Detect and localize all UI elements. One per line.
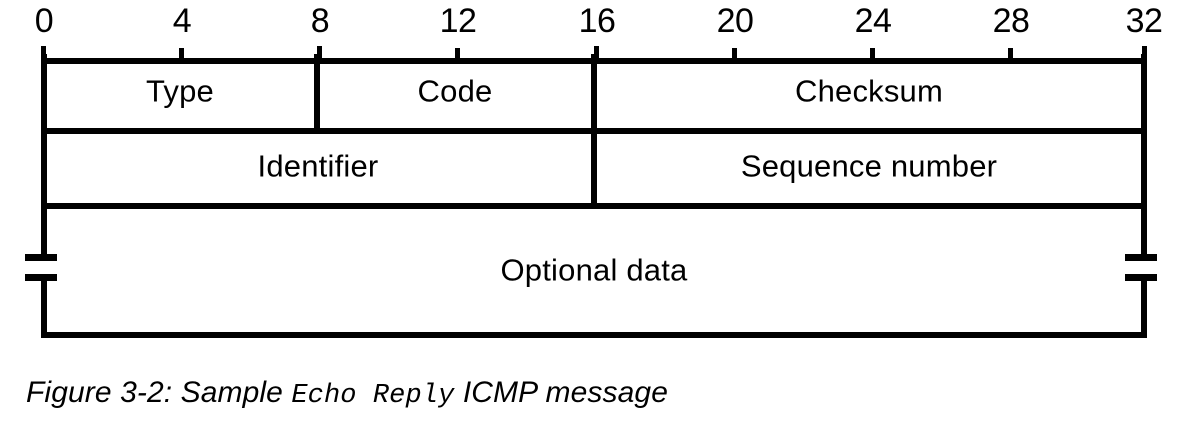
right-edge — [1141, 54, 1147, 338]
ruler-label-20: 20 — [716, 2, 754, 40]
ruler-label-12: 12 — [439, 2, 477, 40]
row3-bottom-rule — [41, 332, 1147, 338]
break-gap-left — [40, 258, 48, 278]
left-edge — [41, 54, 47, 338]
field-label-optional-data: Optional data — [500, 252, 688, 288]
ruler-label-16: 16 — [578, 2, 616, 40]
ruler-label-24: 24 — [854, 2, 892, 40]
field-label-checksum: Checksum — [794, 73, 944, 109]
break-bar-left-lower — [25, 274, 57, 281]
field-label-type: Type — [145, 73, 215, 109]
ruler-tick-24 — [870, 48, 875, 64]
caption-prefix: Figure 3-2: Sample — [26, 376, 292, 409]
caption-suffix: ICMP message — [454, 376, 668, 409]
break-bar-left-upper — [25, 254, 57, 261]
break-gap-right — [1140, 258, 1148, 278]
break-bar-right-lower — [1125, 274, 1157, 281]
ruler-tick-4 — [179, 48, 184, 64]
divider-bit8-row1 — [314, 54, 320, 132]
break-bar-right-upper — [1125, 254, 1157, 261]
ruler-tick-12 — [455, 48, 460, 64]
field-label-identifier: Identifier — [257, 148, 379, 184]
ruler-tick-28 — [1008, 48, 1013, 64]
divider-bit16-rows — [591, 54, 597, 207]
ruler-tick-20 — [732, 48, 737, 64]
ruler-label-8: 8 — [310, 2, 330, 40]
figure-caption: Figure 3-2: Sample Echo Reply ICMP messa… — [26, 374, 668, 415]
field-label-code: Code — [417, 73, 493, 109]
field-label-sequence-number: Sequence number — [740, 148, 998, 184]
ruler-label-28: 28 — [992, 2, 1030, 40]
ruler-label-32: 32 — [1125, 2, 1163, 40]
ruler-label-4: 4 — [172, 2, 192, 40]
ruler-label-0: 0 — [34, 2, 54, 40]
caption-message-type: Echo Reply — [291, 381, 455, 411]
